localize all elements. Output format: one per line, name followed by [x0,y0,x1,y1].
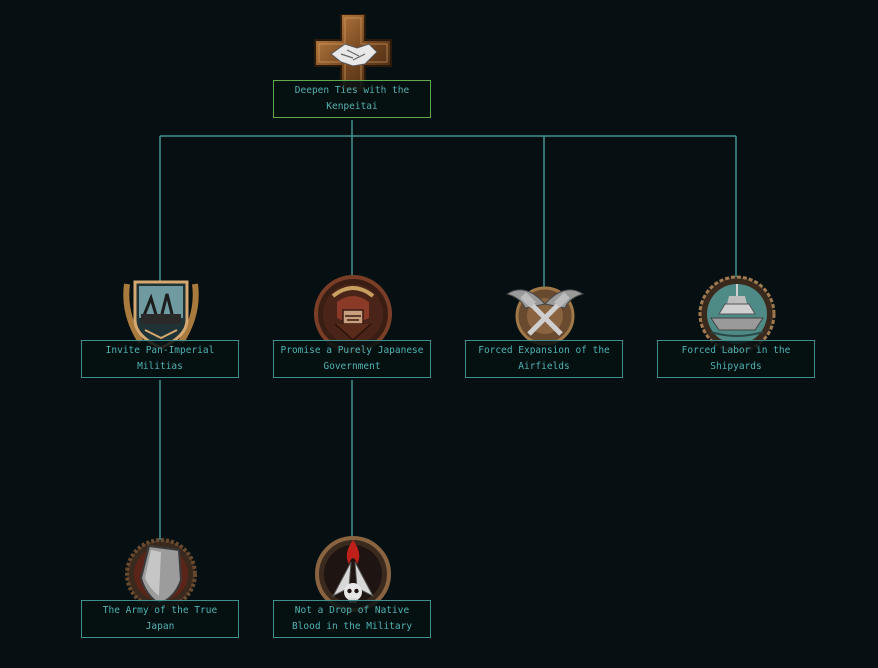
focus-airfields[interactable]: Forced Expansion of the Airfields [465,274,625,404]
focus-native-blood[interactable]: Not a Drop of Native Blood in the Milita… [273,534,433,664]
focus-militias[interactable]: Invite Pan-Imperial Militias [81,274,241,404]
battleship-icon [697,274,777,354]
winged-hammers-icon [505,274,585,354]
focus-label: Invite Pan-Imperial Militias [81,340,239,378]
focus-label: Deepen Ties with the Kenpeitai [273,80,431,118]
focus-label: Forced Expansion of the Airfields [465,340,623,378]
focus-label: Forced Labor in the Shipyards [657,340,815,378]
focus-label: Not a Drop of Native Blood in the Milita… [273,600,431,638]
militia-shield-icon [121,274,201,354]
focus-label: The Army of the True Japan [81,600,239,638]
focus-japanese-government[interactable]: Promise a Purely Japanese Government [273,274,433,404]
focus-shipyards[interactable]: Forced Labor in the Shipyards [657,274,817,404]
shield-wreath-icon [121,534,201,614]
focus-kenpeitai[interactable]: Deepen Ties with the Kenpeitai [273,14,433,144]
focus-label: Promise a Purely Japanese Government [273,340,431,378]
focus-army-true-japan[interactable]: The Army of the True Japan [81,534,241,664]
skull-flags-icon [313,534,393,614]
